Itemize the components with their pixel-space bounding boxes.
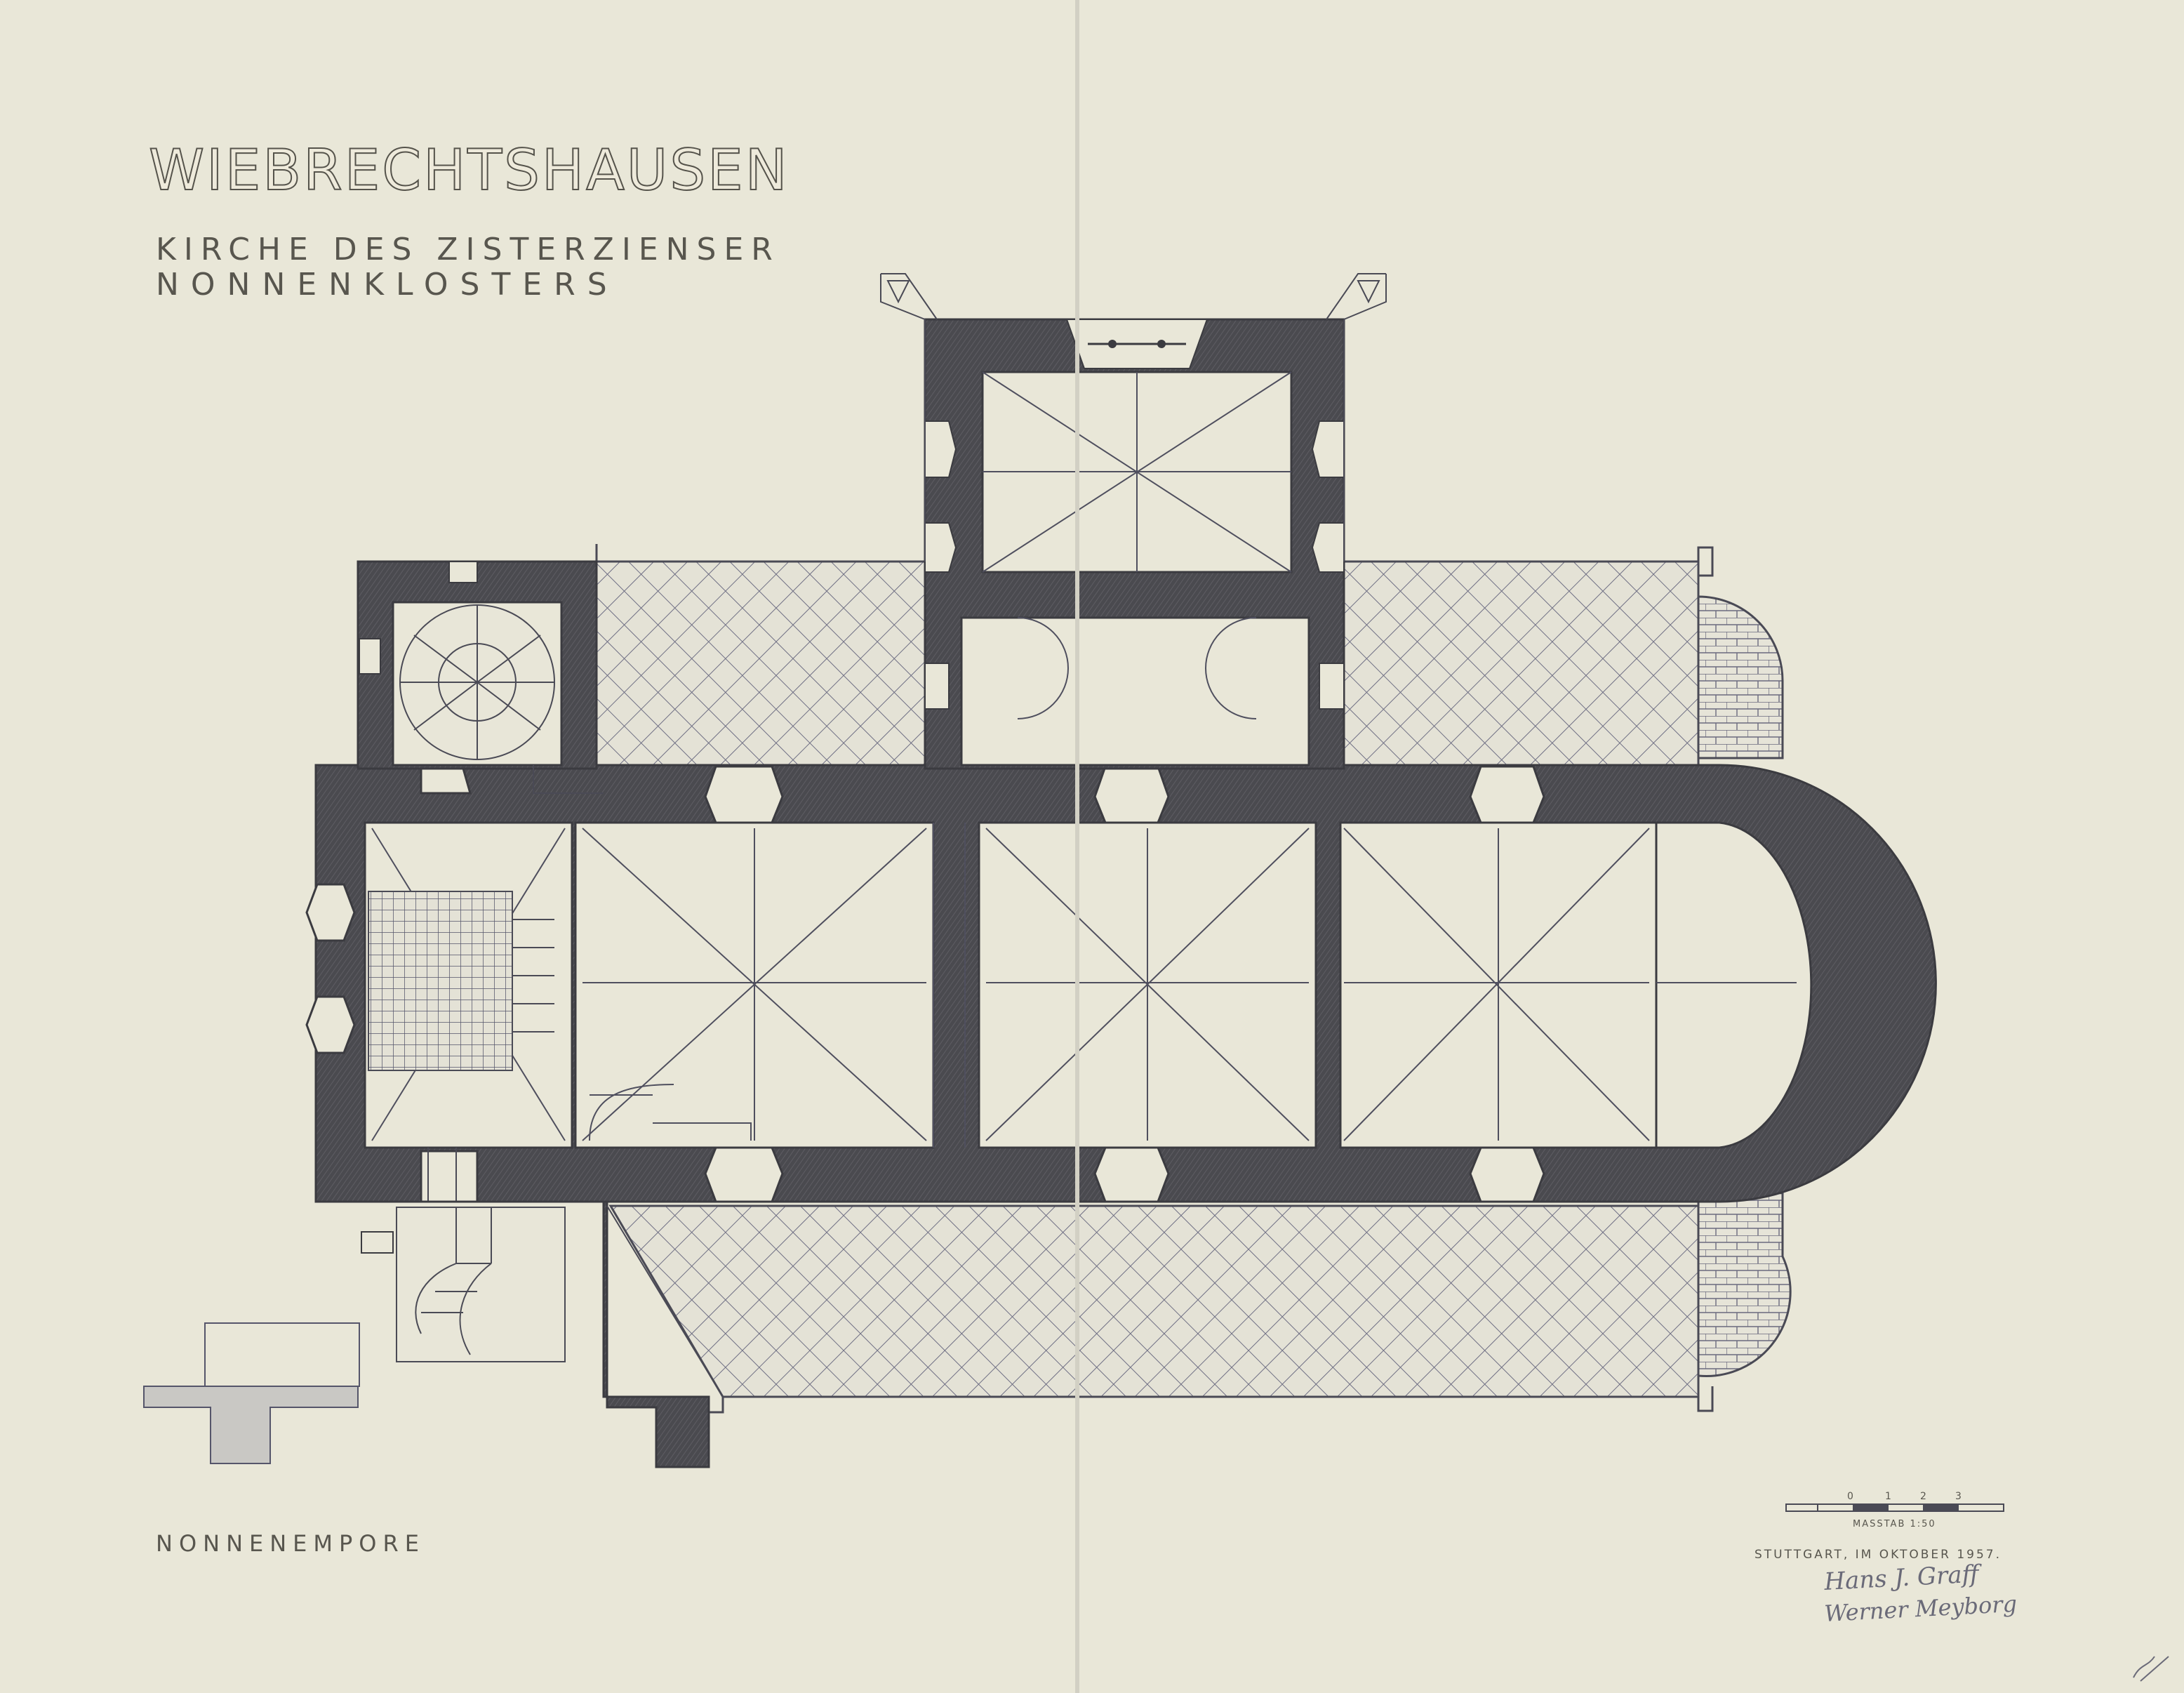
aisle-roof-lower — [608, 1204, 1714, 1414]
vault-diagonals — [371, 823, 1797, 1148]
signature-2: Werner Meyborg — [1823, 1591, 2017, 1627]
apse-side-brick-quarters — [1697, 595, 1792, 1377]
drawing-subtitle-line-1: KIRCHE DES ZISTERZIENSER — [156, 232, 780, 267]
drawing-title: WIEBRECHTSHAUSEN — [148, 137, 790, 204]
scale-tick-0: 0 — [1847, 1491, 1853, 1502]
signature-1: Hans J. Graff — [1823, 1560, 1983, 1596]
exterior-stair — [143, 1322, 360, 1464]
signatures: Hans J. Graff Werner Meyborg — [1823, 1560, 2169, 1682]
aisle-roof-upper — [595, 544, 1714, 766]
scale-tick-3: 3 — [1955, 1491, 1962, 1502]
drawing-subtitle-line-2: NONNENKLOSTERS — [156, 267, 619, 303]
scale-tick-2: 2 — [1920, 1491, 1926, 1502]
choir-grid — [368, 891, 554, 1202]
place-date-note: STUTTGART, IM OKTOBER 1957. — [1754, 1548, 2002, 1562]
tower — [880, 273, 1387, 770]
scale-tick-1: 1 — [1885, 1491, 1891, 1502]
nave-pier-openings — [305, 765, 1545, 1203]
stair-tower-upper — [357, 560, 604, 794]
stair-tower-lower — [358, 1200, 724, 1468]
scale-caption: MASSTAB 1:50 — [1853, 1519, 1936, 1529]
scale-bar: 0 1 2 3 MASSTAB 1:50 — [1785, 1491, 2004, 1529]
plan-level-label: NONNENEMPORE — [156, 1530, 425, 1557]
